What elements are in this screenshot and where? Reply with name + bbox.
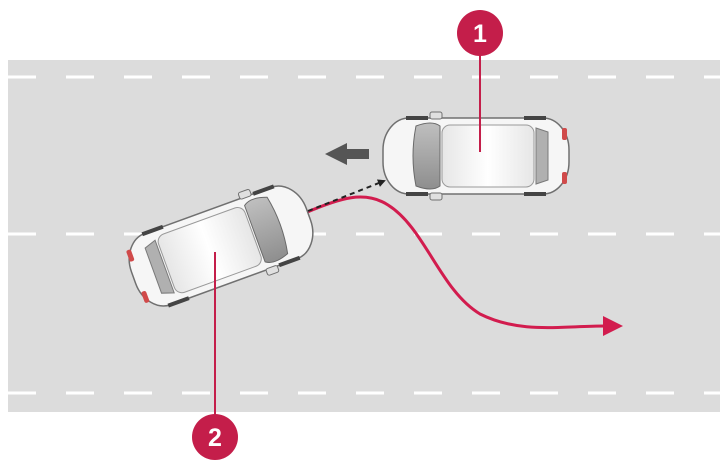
arrow-right-icon: [603, 316, 623, 336]
evasive-path: [304, 195, 623, 336]
callout-1-label: 1: [473, 20, 487, 48]
callout-2-badge: [192, 414, 238, 460]
vehicle-1: [382, 111, 570, 201]
arrow-left-icon: [325, 143, 369, 165]
vehicle-2: [126, 184, 314, 308]
road: [8, 60, 720, 412]
callout-1-badge: [457, 10, 503, 56]
dashed-arrow-icon: [307, 179, 386, 212]
callout-2: 2: [192, 252, 238, 460]
callout-1: 1: [457, 10, 503, 152]
callout-2-label: 2: [208, 424, 222, 452]
